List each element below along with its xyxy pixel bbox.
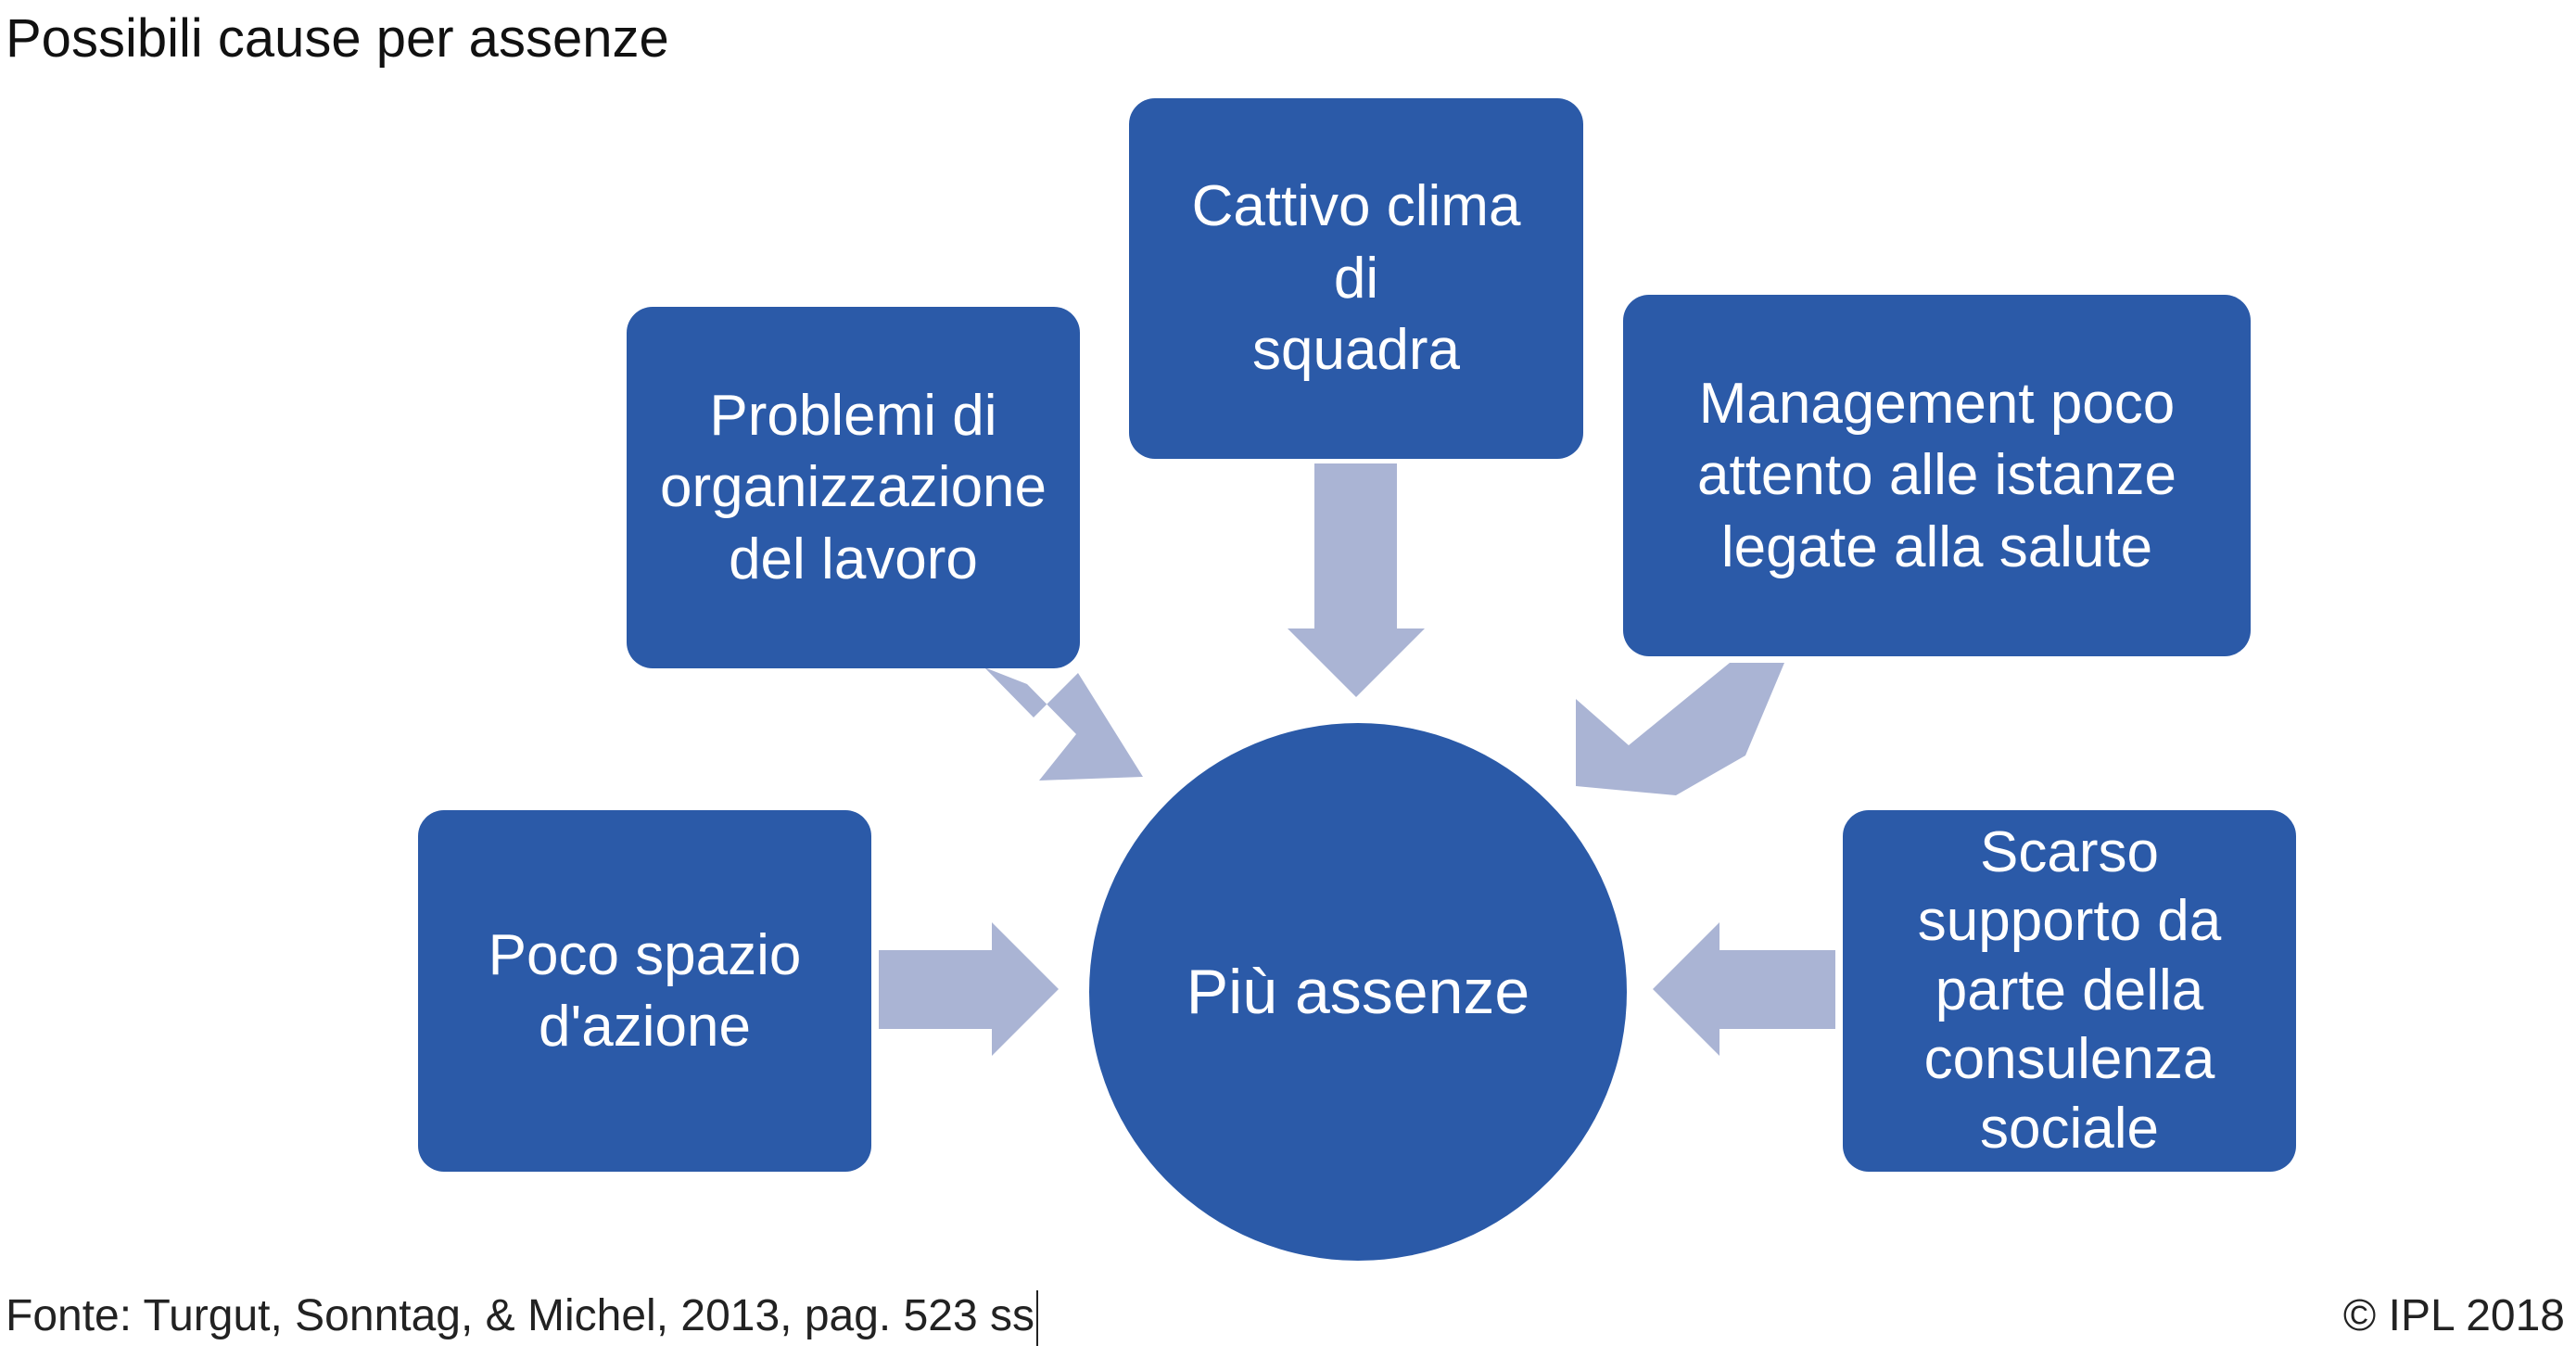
cause-label-clima: Cattivo clima di squadra [1191, 174, 1521, 383]
diagram-title: Possibili cause per assenze [6, 8, 669, 69]
arrow-from-clima [1288, 463, 1425, 697]
arrow-from-supporto [1653, 922, 1835, 1056]
text-cursor [1036, 1290, 1039, 1347]
arrow-from-management [1576, 663, 1784, 795]
cause-box-spazio: Poco spazio d'azione [418, 810, 871, 1172]
cause-label-organizzazione: Problemi di organizzazione del lavoro [659, 383, 1047, 591]
source-text: Fonte: Turgut, Sonntag, & Michel, 2013, … [6, 1291, 1035, 1340]
center-label: Più assenze [1186, 957, 1530, 1027]
arrow-from-spazio [879, 922, 1059, 1056]
cause-label-management: Management poco attento alle istanze leg… [1696, 371, 2176, 579]
source-citation: Fonte: Turgut, Sonntag, & Michel, 2013, … [6, 1290, 1039, 1347]
cause-box-supporto: Scarso supporto da parte della consulenz… [1843, 810, 2296, 1172]
copyright-notice: © IPL 2018 [2342, 1291, 2565, 1340]
cause-label-supporto: Scarso supporto da parte della consulenz… [1917, 820, 2222, 1161]
cause-label-spazio: Poco spazio d'azione [488, 922, 802, 1060]
cause-box-management: Management poco attento alle istanze leg… [1623, 295, 2251, 656]
arrow-from-organizzazione [984, 667, 1143, 781]
cause-box-clima: Cattivo clima di squadra [1129, 98, 1583, 459]
center-circle: Più assenze [1089, 723, 1627, 1261]
cause-box-organizzazione: Problemi di organizzazione del lavoro [627, 307, 1080, 668]
